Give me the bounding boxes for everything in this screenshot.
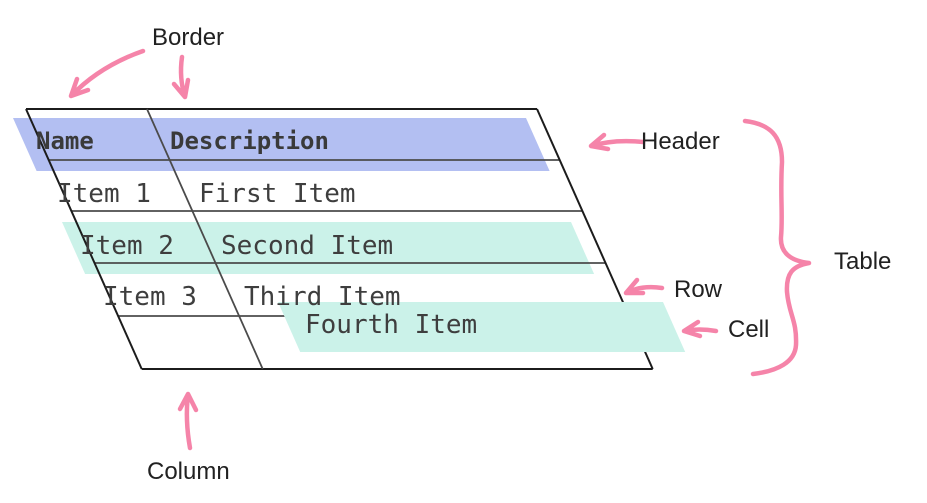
header-label: Header <box>641 128 720 155</box>
cell-label: Cell <box>728 316 770 343</box>
table-header-name: Name <box>36 127 94 155</box>
table-cell-item3: Item 3 <box>103 282 197 312</box>
row-label: Row <box>674 276 723 303</box>
cell-arrow <box>681 319 719 339</box>
row-highlight <box>62 222 595 274</box>
table-cell-fourth-item: Fourth Item <box>305 310 478 340</box>
border-arrow-left <box>68 48 146 99</box>
column-divider-line <box>146 108 264 370</box>
table-brace <box>742 118 812 377</box>
header-arrow <box>588 132 646 152</box>
border-label: Border <box>152 24 225 51</box>
table-header-description: Description <box>170 127 329 155</box>
header-highlight <box>13 118 550 171</box>
column-label: Column <box>147 458 230 485</box>
table-cell-third-item: Third Item <box>244 282 401 312</box>
row-arrow <box>623 277 665 296</box>
table-cell-first-item: First Item <box>199 179 356 209</box>
table-cell-item1: Item 1 <box>57 179 151 209</box>
border-arrow-down <box>171 54 191 100</box>
column-arrow <box>177 391 199 451</box>
table-cell-second-item: Second Item <box>221 231 394 261</box>
table-cell-item2: Item 2 <box>80 231 174 261</box>
table-left-border <box>25 108 143 370</box>
table-label: Table <box>834 248 892 275</box>
cell-highlight <box>278 302 686 352</box>
